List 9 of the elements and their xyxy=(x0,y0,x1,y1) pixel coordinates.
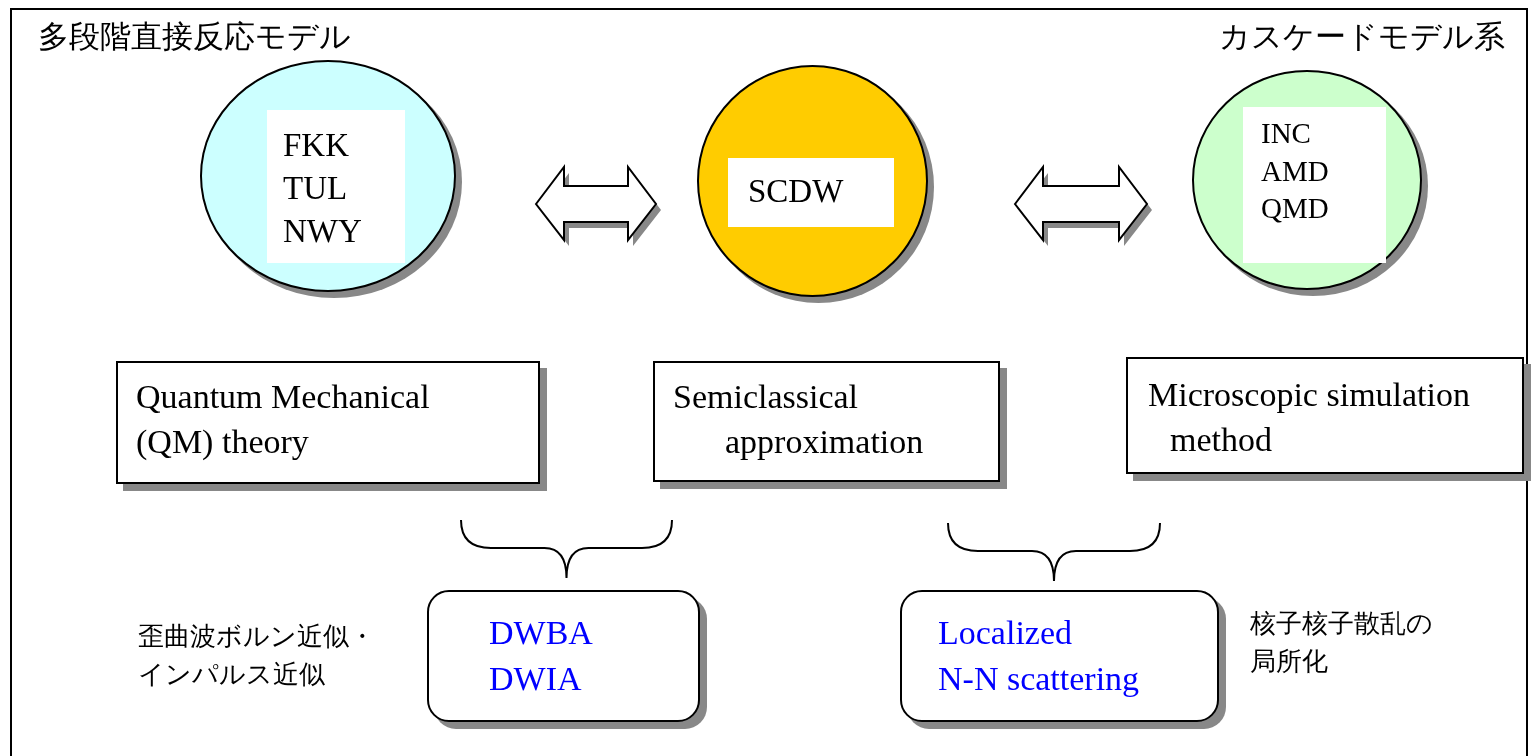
label-box: SCDW xyxy=(728,158,894,227)
side-note: 歪曲波ボルン近似・インパルス近似 xyxy=(138,620,376,691)
label-box: FKK TUL NWY xyxy=(267,110,405,263)
double-arrow xyxy=(1013,164,1152,246)
side-note: 核子核子散乱の局所化 xyxy=(1250,607,1434,678)
label-box: INC AMD QMD xyxy=(1243,107,1386,263)
heading: 多段階直接反応モデル xyxy=(38,17,351,56)
heading: カスケードモデル系 xyxy=(1219,17,1505,56)
double-arrow xyxy=(534,164,661,246)
